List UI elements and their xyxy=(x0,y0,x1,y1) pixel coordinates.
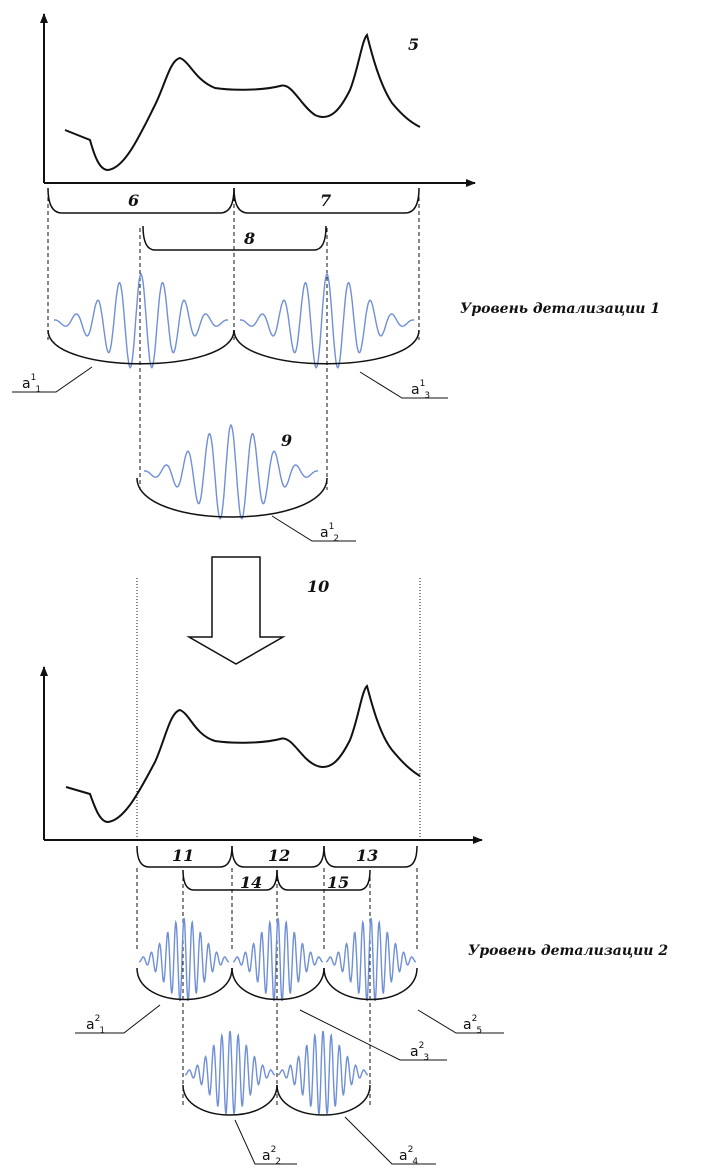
coef-a2-1-sub: 1 xyxy=(99,1026,105,1036)
label-12: 12 xyxy=(268,846,290,865)
bowl-a1-2 xyxy=(136,477,328,518)
level1-wavelets: 9 xyxy=(47,272,420,520)
label-15: 15 xyxy=(327,873,349,892)
level1-coefficients: a11 a13 a12 xyxy=(12,366,448,544)
bowl-a1-1 xyxy=(47,329,235,365)
coef-a2-5-sub: 5 xyxy=(476,1026,482,1036)
svg-text:a24: a2 4 xyxy=(399,1145,418,1167)
wavelet-a2-1 xyxy=(139,917,229,1002)
label-8: 8 xyxy=(243,229,255,248)
coef-a1-1-sup: 1 xyxy=(31,373,37,383)
bowl-a2-4 xyxy=(276,1084,371,1116)
brace-window-15 xyxy=(276,869,371,891)
coef-a1-2-base: a xyxy=(320,525,329,541)
label-7: 7 xyxy=(320,191,331,210)
down-arrow xyxy=(186,556,286,665)
level-2-title: Уровень детализации 2 xyxy=(468,943,668,959)
brace-window-6 xyxy=(47,187,235,214)
svg-text:a11: a1 1 xyxy=(22,373,41,395)
bowl-a1-3 xyxy=(233,329,420,365)
svg-text:a22: a2 2 xyxy=(262,1145,281,1167)
svg-text:a12: a1 2 xyxy=(320,522,339,544)
coef-a2-3-base: a xyxy=(410,1044,419,1060)
coef-a1-3-sup: 1 xyxy=(420,379,426,389)
bowl-a2-1 xyxy=(136,967,233,1001)
bowl-a2-3 xyxy=(231,967,325,1001)
wavelet-a2-2 xyxy=(185,1030,275,1115)
brace-window-13 xyxy=(323,845,418,868)
coef-a2-3-sub: 3 xyxy=(423,1053,429,1063)
bottom-signal-plot xyxy=(40,666,483,844)
coef-a2-5-sup: 2 xyxy=(472,1014,478,1024)
wavelet-a1-1 xyxy=(54,272,228,369)
level2-windows: 11 12 13 14 15 xyxy=(136,845,418,892)
coef-a1-3-base: a xyxy=(411,382,420,398)
wavelet-a2-4 xyxy=(278,1030,368,1115)
svg-text:a13: a1 3 xyxy=(411,379,430,401)
wavelet-a1-2 xyxy=(144,423,318,520)
label-10: 10 xyxy=(307,577,329,596)
coef-a1-3-sub: 3 xyxy=(424,391,430,401)
top-signal-plot: 5 xyxy=(40,13,476,187)
label-9: 9 xyxy=(281,431,292,450)
wavelet-a2-3 xyxy=(233,917,323,1002)
wavelet-a2-5 xyxy=(326,917,416,1002)
top-signal-curve xyxy=(64,33,421,172)
wavelet-a1-3 xyxy=(240,272,414,369)
coef-a2-1-base: a xyxy=(86,1017,95,1033)
coef-a2-2-base: a xyxy=(262,1148,271,1164)
coef-a1-2-sub: 2 xyxy=(333,534,339,544)
coef-a2-1-sup: 2 xyxy=(95,1014,101,1024)
coef-a1-1-base: a xyxy=(22,376,31,392)
svg-text:a23: a2 3 xyxy=(410,1041,429,1063)
label-11: 11 xyxy=(172,846,194,865)
coef-a1-2-sup: 1 xyxy=(329,522,335,532)
brace-window-7 xyxy=(233,187,420,214)
svg-text:a25: a2 5 xyxy=(463,1014,482,1036)
svg-text:a21: a2 1 xyxy=(86,1014,105,1036)
brace-window-11 xyxy=(136,845,233,868)
level1-projection-lines xyxy=(47,190,420,490)
label-14: 14 xyxy=(240,873,262,892)
label-5: 5 xyxy=(408,35,419,54)
transition-arrow: 10 xyxy=(136,556,421,842)
coef-a2-4-sub: 4 xyxy=(412,1157,418,1167)
coef-a1-1-sub: 1 xyxy=(35,385,41,395)
bottom-signal-curve xyxy=(65,684,421,824)
bowl-a2-2 xyxy=(182,1084,278,1116)
coef-a2-5-base: a xyxy=(463,1017,472,1033)
label-13: 13 xyxy=(356,846,378,865)
brace-window-12 xyxy=(231,845,325,868)
coef-a2-4-base: a xyxy=(399,1148,408,1164)
level2-wavelets xyxy=(136,917,418,1116)
coef-a2-3-sup: 2 xyxy=(419,1041,425,1051)
coef-a2-2-sub: 2 xyxy=(275,1157,281,1167)
brace-window-14 xyxy=(182,869,278,891)
coef-a2-2-sup: 2 xyxy=(271,1145,277,1155)
label-6: 6 xyxy=(128,191,139,210)
coef-a2-4-sup: 2 xyxy=(408,1145,414,1155)
level2-coefficients: a21 a23 a25 a22 a24 xyxy=(75,1004,504,1167)
bowl-a2-5 xyxy=(323,967,418,1001)
level-1-title: Уровень детализации 1 xyxy=(460,301,660,317)
